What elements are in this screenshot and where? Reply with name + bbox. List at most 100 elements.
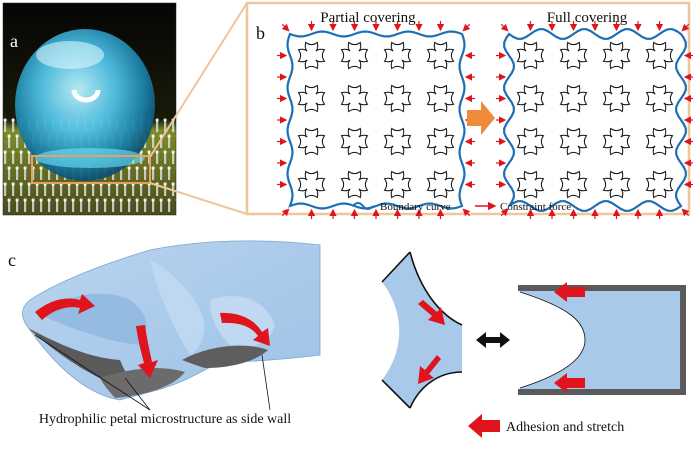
full-covering-schematic bbox=[496, 21, 693, 219]
petal-unit bbox=[516, 84, 545, 113]
pillar bbox=[92, 184, 95, 196]
pillar bbox=[60, 184, 63, 196]
pillar bbox=[152, 136, 155, 148]
pillar-cap bbox=[151, 134, 155, 138]
zoom-line-top bbox=[149, 2, 248, 158]
pillar bbox=[28, 184, 31, 196]
petal-unit bbox=[383, 127, 412, 156]
pillar bbox=[12, 120, 15, 132]
pillar bbox=[132, 184, 135, 196]
constraint-force-arrow bbox=[281, 23, 290, 32]
pillar bbox=[68, 184, 71, 196]
pillar bbox=[12, 184, 15, 196]
pillar bbox=[136, 168, 139, 180]
annotation-leaders bbox=[34, 334, 271, 411]
pillar bbox=[40, 168, 43, 180]
pillar bbox=[168, 168, 171, 180]
pillar bbox=[4, 152, 7, 164]
pillar-cap bbox=[7, 134, 11, 138]
pillar bbox=[156, 120, 159, 132]
pillar bbox=[32, 200, 35, 212]
pillar bbox=[176, 200, 178, 212]
pillar bbox=[156, 152, 159, 164]
partial-covering-title: Partial covering bbox=[320, 10, 416, 26]
pillar bbox=[16, 200, 19, 212]
zoom-line-bottom bbox=[149, 182, 248, 215]
petal-unit bbox=[645, 84, 674, 113]
pillar bbox=[76, 184, 79, 196]
stretch-arrow-upper bbox=[418, 300, 445, 325]
pillar bbox=[128, 200, 131, 212]
pillar bbox=[16, 168, 19, 180]
pillar bbox=[164, 152, 167, 164]
petal-unit bbox=[559, 170, 588, 199]
petal-unit bbox=[426, 127, 455, 156]
petal-unit bbox=[645, 127, 674, 156]
flow-arrow-3 bbox=[220, 312, 270, 346]
pillar bbox=[152, 168, 155, 180]
pillar-cap bbox=[159, 166, 163, 170]
pillar bbox=[72, 200, 75, 212]
petal-unit bbox=[602, 127, 631, 156]
pillar bbox=[24, 168, 27, 180]
pillar bbox=[56, 200, 59, 212]
pillar bbox=[128, 168, 131, 180]
pillar-cap bbox=[3, 182, 7, 186]
pillar-cap bbox=[11, 118, 15, 122]
constraint-force-arrow bbox=[681, 23, 690, 32]
adhesion-legend-icon bbox=[468, 414, 500, 438]
pillar-cap bbox=[171, 150, 175, 154]
pillar bbox=[168, 136, 171, 148]
pillar bbox=[112, 200, 115, 212]
pillar bbox=[176, 168, 178, 180]
adhesion-legend-label: Adhesion and stretch bbox=[506, 420, 624, 435]
pillar-cap bbox=[19, 150, 23, 154]
zoom-region-box bbox=[31, 155, 151, 184]
pillar-cap bbox=[111, 198, 115, 202]
petal-unit bbox=[340, 127, 369, 156]
pillar bbox=[136, 200, 139, 212]
pillar-cap bbox=[155, 118, 159, 122]
pillar-cap bbox=[159, 198, 163, 202]
side-wall-right bbox=[182, 345, 268, 368]
pillar-cap bbox=[15, 134, 19, 138]
petal-annotation: Hydrophilic petal microstructure as side… bbox=[39, 412, 291, 427]
pillar bbox=[164, 184, 167, 196]
pillar-cap bbox=[31, 198, 35, 202]
panel-a-letter: a bbox=[10, 31, 18, 51]
petal-unit bbox=[340, 170, 369, 199]
channel-arrow-top bbox=[554, 282, 585, 302]
boundary-curve-legend-icon bbox=[352, 202, 374, 210]
droplet-base-glow bbox=[35, 148, 145, 168]
pillar bbox=[116, 184, 119, 196]
boundary-curve bbox=[503, 28, 687, 212]
petal-unit bbox=[559, 84, 588, 113]
pillar-cap bbox=[7, 166, 11, 170]
transition-arrow bbox=[467, 101, 495, 135]
pillar-cap bbox=[103, 198, 107, 202]
petal-unit bbox=[297, 127, 326, 156]
petal-unit bbox=[559, 127, 588, 156]
pillar bbox=[172, 152, 175, 164]
petal-unit bbox=[602, 170, 631, 199]
pillar bbox=[44, 184, 47, 196]
petal-unit bbox=[645, 41, 674, 70]
pillar-cap bbox=[143, 166, 147, 170]
water-droplet bbox=[15, 29, 155, 181]
pillar-cap bbox=[135, 198, 139, 202]
pillar-cap bbox=[15, 166, 19, 170]
constraint-force-legend-label: Constraint force bbox=[500, 201, 571, 213]
constraint-force-arrow bbox=[681, 208, 690, 217]
full-covering-title: Full covering bbox=[547, 10, 628, 26]
pillar-cap bbox=[11, 150, 15, 154]
petal-unit bbox=[340, 41, 369, 70]
pillar bbox=[152, 200, 155, 212]
petal-unit bbox=[602, 41, 631, 70]
pillar bbox=[120, 200, 123, 212]
pillar bbox=[12, 152, 15, 164]
partial-covering-schematic bbox=[277, 21, 475, 219]
panel-b-letter: b bbox=[256, 23, 265, 43]
pillar bbox=[4, 184, 7, 196]
pillar bbox=[160, 136, 163, 148]
flow-arrow-2 bbox=[136, 325, 158, 378]
